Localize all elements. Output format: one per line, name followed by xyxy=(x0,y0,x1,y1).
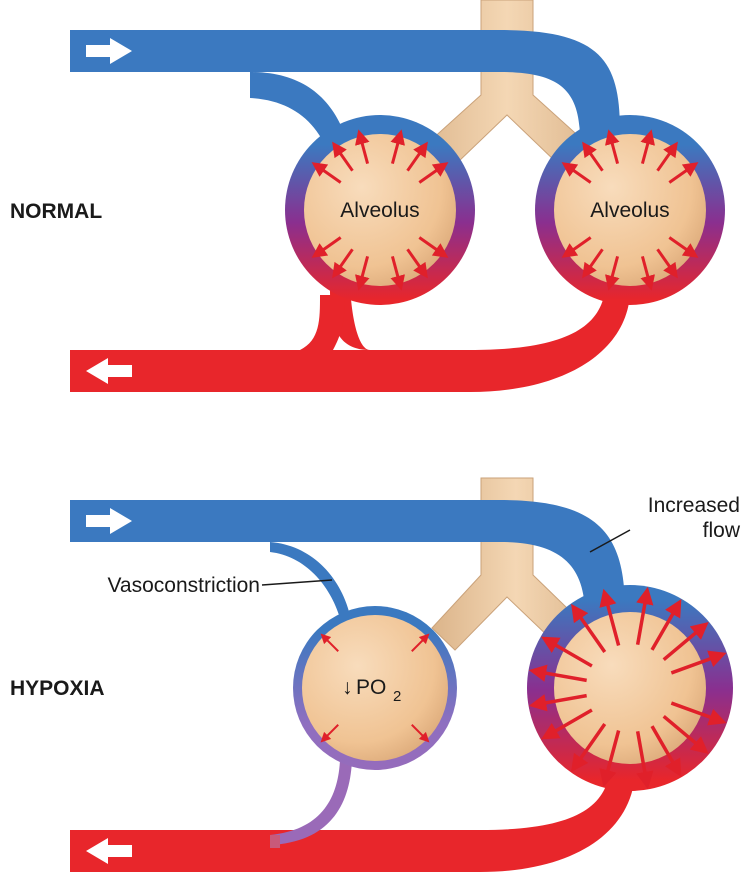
hypoxia-left-diffusion-arrows xyxy=(320,633,430,743)
diffusion-arrow-icon xyxy=(390,129,405,165)
hypoxia-left-alveolus xyxy=(302,615,448,761)
diffusion-arrow-icon xyxy=(528,693,587,712)
diffusion-arrow-icon xyxy=(528,664,587,683)
po2-subscript: 2 xyxy=(393,688,401,705)
left-arrow-icon xyxy=(86,358,132,384)
diffusion-arrow-icon xyxy=(599,730,621,788)
normal-left-diffusion-arrows xyxy=(311,129,449,291)
increased-flow-label-line1: Increased xyxy=(648,494,740,517)
diffusion-arrow-icon xyxy=(406,141,428,172)
diffusion-arrow-icon xyxy=(640,255,655,291)
diffusion-arrow-icon xyxy=(541,636,593,668)
hypoxia-panel-label: HYPOXIA xyxy=(10,677,105,700)
diffusion-arrow-icon xyxy=(668,236,699,258)
diffusion-arrow-icon xyxy=(406,248,428,279)
diffusion-arrow-icon xyxy=(418,162,449,184)
diffusion-arrow-icon xyxy=(311,162,342,184)
hypoxia-right-diffusion-arrows xyxy=(528,586,727,790)
normal-right-alveolus-label: Alveolus xyxy=(590,199,669,222)
normal-left-alveolus-label: Alveolus xyxy=(340,199,419,222)
diffusion-arrow-icon xyxy=(635,731,654,790)
diffusion-arrow-icon xyxy=(582,141,604,172)
normal-right-alveolus xyxy=(554,134,706,286)
diffusion-arrow-icon xyxy=(332,141,354,172)
diffusion-arrow-icon xyxy=(662,621,709,662)
vasoconstriction-leader-line xyxy=(261,579,333,586)
diffusion-arrow-icon xyxy=(656,248,678,279)
diffusion-arrow-icon xyxy=(571,603,607,653)
diffusion-arrow-icon xyxy=(650,599,682,651)
diffusion-arrow-icon xyxy=(561,236,592,258)
vasoconstriction-label: Vasoconstriction xyxy=(107,574,260,597)
diffusion-arrow-icon xyxy=(411,724,430,743)
normal-arterial-outflow-vessel xyxy=(70,285,630,392)
normal-right-diffusion-arrows xyxy=(561,129,699,291)
normal-panel-label: NORMAL xyxy=(10,200,102,223)
normal-left-alveolus xyxy=(304,134,456,286)
diffusion-arrow-icon xyxy=(670,701,727,726)
diffusion-arrow-icon xyxy=(656,141,678,172)
diffusion-arrow-icon xyxy=(541,708,593,740)
diffusion-arrow-icon xyxy=(355,129,370,165)
hypoxia-venous-inflow-vessel xyxy=(70,500,625,618)
right-arrow-icon xyxy=(86,508,132,534)
diffusion-arrow-icon xyxy=(355,255,370,291)
diffusion-arrow-icon xyxy=(605,255,620,291)
diffusion-arrow-icon xyxy=(571,723,607,773)
diffusion-arrow-icon xyxy=(650,725,682,777)
diffusion-arrow-icon xyxy=(320,724,339,743)
hypoxia-panel: HYPOXIA Vasoconstriction Increased flow … xyxy=(10,477,741,872)
diffusion-arrow-icon xyxy=(311,236,342,258)
vessel-junction xyxy=(270,835,280,848)
po2-down-arrow: ↓ xyxy=(342,676,353,699)
diffusion-arrow-icon xyxy=(411,633,430,652)
diffusion-arrow-icon xyxy=(605,129,620,165)
hypoxia-right-alveolus xyxy=(554,612,706,764)
normal-venous-inflow-vessel xyxy=(70,30,620,145)
normal-panel: NORMAL Alveolus Alveolus xyxy=(10,0,725,392)
diffusion-arrow-icon xyxy=(599,588,621,646)
increased-flow-leader-line xyxy=(589,529,631,553)
diffusion-arrow-icon xyxy=(418,236,449,258)
hypoxia-arterial-outflow-vessel xyxy=(70,770,635,872)
diffusion-arrow-icon xyxy=(320,633,339,652)
diffusion-arrow-icon xyxy=(561,162,592,184)
diffusion-arrow-icon xyxy=(582,248,604,279)
diffusion-arrow-icon xyxy=(668,162,699,184)
diffusion-arrow-icon xyxy=(390,255,405,291)
po2-label: PO xyxy=(356,676,386,699)
diffusion-arrow-icon xyxy=(640,129,655,165)
increased-flow-label-line2: flow xyxy=(703,519,741,542)
right-arrow-icon xyxy=(86,38,132,64)
diffusion-arrow-icon xyxy=(662,714,709,755)
left-arrow-icon xyxy=(86,838,132,864)
diffusion-arrow-icon xyxy=(332,248,354,279)
diffusion-arrow-icon xyxy=(670,650,727,675)
diffusion-arrow-icon xyxy=(635,586,654,645)
